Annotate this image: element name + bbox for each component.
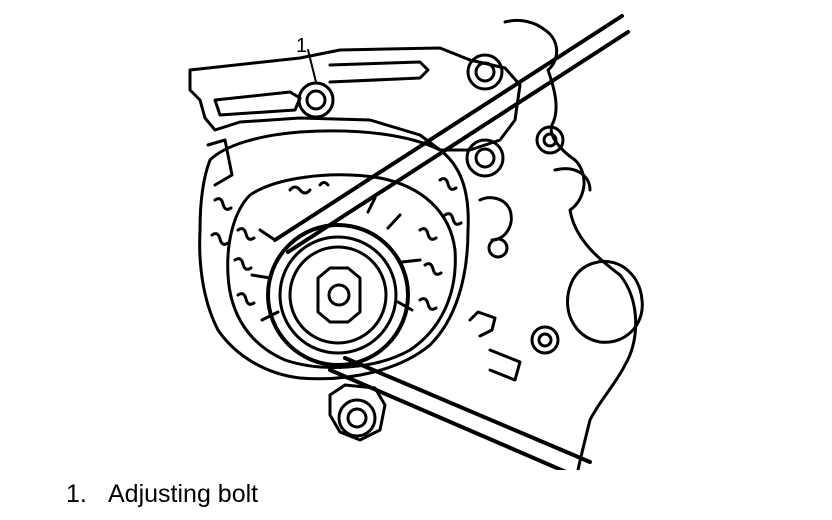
adjusting-bolt: [297, 81, 335, 119]
legend-item: 1. Adjusting bolt: [66, 480, 258, 509]
adjusting-bracket: [188, 46, 522, 187]
alternator-belt-diagram: 1: [188, 14, 644, 470]
callout-1-leader: [307, 49, 317, 83]
legend-item-number: 1.: [66, 480, 87, 508]
alternator-body: [198, 129, 470, 381]
legend-item-label: Adjusting bolt: [108, 480, 259, 508]
pivot-bolt: [328, 383, 387, 442]
bracket-bolt-middle: [465, 138, 505, 178]
legend: 1. Adjusting bolt: [66, 480, 258, 509]
bracket-bolt-upper: [466, 53, 504, 91]
alternator-pulley: [266, 223, 410, 367]
callout-number-1: 1: [296, 35, 307, 57]
drive-belt: [273, 14, 630, 470]
engine-block: [468, 18, 644, 470]
